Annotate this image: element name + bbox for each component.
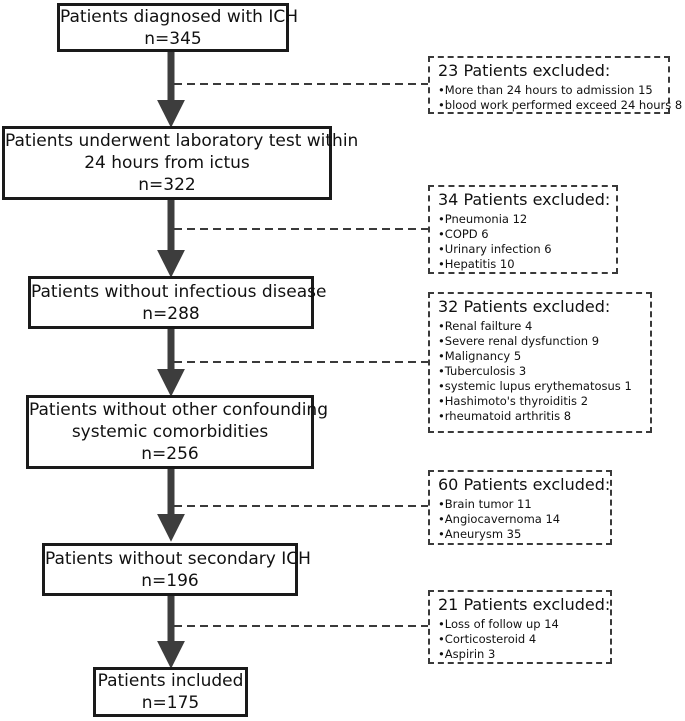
exclusion-item: •COPD 6 xyxy=(438,227,489,241)
step-box-no-comorbidities: Patients without other confounding syste… xyxy=(26,395,328,469)
exclusion-item: •More than 24 hours to admission 15 xyxy=(438,83,653,97)
step-count: n=345 xyxy=(144,28,202,49)
exclusion-item: •Hepatitis 10 xyxy=(438,257,515,271)
exclusion-title: 34 Patients excluded: xyxy=(438,190,611,209)
exclusion-item: •Aneurysm 35 xyxy=(438,527,522,541)
step-text: 24 hours from ictus xyxy=(84,153,250,173)
exclusion-title: 21 Patients excluded: xyxy=(438,595,611,614)
exclusion-title: 23 Patients excluded: xyxy=(438,61,611,80)
exclusion-box-3: 32 Patients excluded: •Renal failture 4 … xyxy=(428,292,652,433)
exclusion-item: •Loss of follow up 14 xyxy=(438,617,559,631)
step-text: Patients without infectious disease xyxy=(31,281,327,302)
step-text: Patients underwent laboratory test withi… xyxy=(5,131,359,151)
exclusion-box-2: 34 Patients excluded: •Pneumonia 12 •COP… xyxy=(428,185,618,274)
step-text: systemic comorbidities xyxy=(71,422,269,442)
step-count: n=322 xyxy=(138,175,196,195)
exclusion-item: •Pneumonia 12 xyxy=(438,212,528,226)
step-text: Patients without other confounding xyxy=(29,400,328,420)
exclusion-item: •Tuberculosis 3 xyxy=(438,364,527,378)
exclusion-item: •Urinary infection 6 xyxy=(438,242,552,256)
step-box-diagnosed: Patients diagnosed with ICH n=345 xyxy=(57,3,298,52)
step-box-no-secondary-ich: Patients without secondary ICH n=196 xyxy=(42,543,311,596)
step-box-included: Patients included n=175 xyxy=(93,667,248,717)
step-box-lab-test: Patients underwent laboratory test withi… xyxy=(2,126,359,200)
exclusion-title: 60 Patients excluded: xyxy=(438,475,611,494)
step-box-no-infection: Patients without infectious disease n=28… xyxy=(28,276,327,329)
exclusion-item: •Corticosteroid 4 xyxy=(438,632,537,646)
exclusion-item: •Aspirin 3 xyxy=(438,647,496,661)
exclusion-title: 32 Patients excluded: xyxy=(438,297,611,316)
exclusion-item: •Hashimoto's thyroiditis 2 xyxy=(438,394,589,408)
exclusion-item: •rheumatoid arthritis 8 xyxy=(438,409,572,423)
step-text: Patients diagnosed with ICH xyxy=(60,6,298,27)
step-text: Patients included xyxy=(97,671,244,691)
exclusion-box-1: 23 Patients excluded: •More than 24 hour… xyxy=(428,56,683,114)
exclusion-item: •Malignancy 5 xyxy=(438,349,522,363)
step-count: n=288 xyxy=(142,303,200,324)
exclusion-item: •blood work performed exceed 24 hours 8 xyxy=(438,98,683,112)
exclusion-item: •systemic lupus erythematosus 1 xyxy=(438,379,632,393)
exclusion-item: •Brain tumor 11 xyxy=(438,497,532,511)
step-count: n=175 xyxy=(141,693,200,713)
step-count: n=196 xyxy=(141,570,199,591)
exclusion-box-5: 21 Patients excluded: •Loss of follow up… xyxy=(428,590,612,664)
step-count: n=256 xyxy=(141,444,199,464)
exclusion-box-4: 60 Patients excluded: •Brain tumor 11 •A… xyxy=(428,470,612,545)
exclusion-item: •Angiocavernoma 14 xyxy=(438,512,561,526)
exclusion-item: •Renal failture 4 xyxy=(438,319,533,333)
step-text: Patients without secondary ICH xyxy=(45,548,311,569)
exclusion-item: •Severe renal dysfunction 9 xyxy=(438,334,600,348)
